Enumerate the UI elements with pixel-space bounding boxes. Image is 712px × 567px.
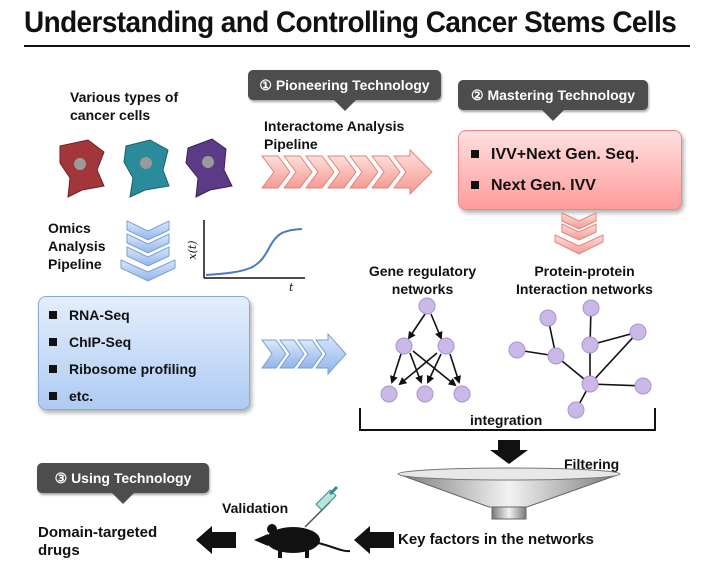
- omics-methods-box: RNA-Seq ChIP-Seq Ribosome profiling etc.: [38, 296, 250, 410]
- filtering-label: Filtering: [564, 456, 620, 472]
- callout-using-technology: ③ Using Technology: [37, 463, 209, 504]
- mouse-icon: [254, 524, 351, 558]
- interactome-pipeline-arrow: [261, 148, 433, 196]
- ppi-networks-label: Protein-protein Interaction networks: [516, 263, 653, 297]
- various-cells-label: Various types of cancer cells: [70, 89, 179, 123]
- ppi-node: [581, 336, 599, 354]
- ppi-node: [634, 377, 652, 395]
- mastering-down-arrow: [554, 212, 604, 255]
- ppi-node: [581, 375, 599, 393]
- grn-node: [437, 337, 455, 355]
- omics-item: ChIP-Seq: [49, 334, 131, 350]
- filter-funnel-icon: [397, 467, 621, 520]
- left-arrow-icon: [196, 526, 236, 554]
- omics-item: RNA-Seq: [49, 307, 130, 323]
- down-arrow-icon: [490, 440, 528, 464]
- integration-label: integration: [470, 412, 543, 428]
- grn-node: [453, 385, 471, 403]
- grn-node: [380, 385, 398, 403]
- ppi-node: [539, 309, 557, 327]
- grn-node: [418, 297, 436, 315]
- gene-regulatory-network: [390, 313, 461, 387]
- ppi-node: [629, 323, 647, 341]
- title-underline: [24, 45, 690, 47]
- left-arrow-icon: [354, 526, 394, 554]
- cancer-cell-red-icon: [59, 139, 105, 198]
- mastering-item: IVV+Next Gen. Seq.: [471, 146, 639, 164]
- ppi-node: [567, 401, 585, 419]
- cancer-cell-purple-icon: [185, 138, 233, 198]
- callout-mastering-technology: ② Mastering Technology: [458, 80, 648, 121]
- interactome-pipeline-label: Interactome Analysis Pipeline: [264, 118, 405, 152]
- integration-bracket: [359, 408, 656, 431]
- gene-regulatory-networks-label: Gene regulatory networks: [368, 263, 477, 297]
- ppi-node: [582, 299, 600, 317]
- curve-y-axis-label: x(t): [186, 240, 199, 259]
- grn-node: [416, 385, 434, 403]
- curve-x-axis-label: t: [289, 281, 294, 294]
- mastering-technology-box: IVV+Next Gen. Seq. Next Gen. IVV: [458, 130, 682, 210]
- syringe-icon: [304, 485, 339, 528]
- ppi-network: [516, 307, 644, 411]
- omics-pipeline-label: Omics Analysis Pipeline: [48, 220, 106, 272]
- omics-down-arrow: [120, 220, 176, 282]
- mastering-item: Next Gen. IVV: [471, 177, 596, 195]
- key-factors-label: Key factors in the networks: [398, 531, 594, 548]
- cancer-cell-teal-icon: [123, 139, 170, 198]
- validation-label: Validation: [222, 500, 289, 516]
- ppi-node: [547, 347, 565, 365]
- omics-item: etc.: [49, 388, 93, 404]
- domain-targeted-drugs-label: Domain-targeted drugs: [38, 524, 158, 559]
- omics-to-networks-arrow: [261, 332, 347, 376]
- ppi-node: [508, 341, 526, 359]
- page-title: Understanding and Controlling Cancer Ste…: [24, 6, 677, 39]
- grn-node: [395, 337, 413, 355]
- expression-curve-plot: [203, 220, 305, 279]
- callout-pioneering-technology: ① Pioneering Technology: [248, 70, 441, 111]
- omics-item: Ribosome profiling: [49, 361, 197, 377]
